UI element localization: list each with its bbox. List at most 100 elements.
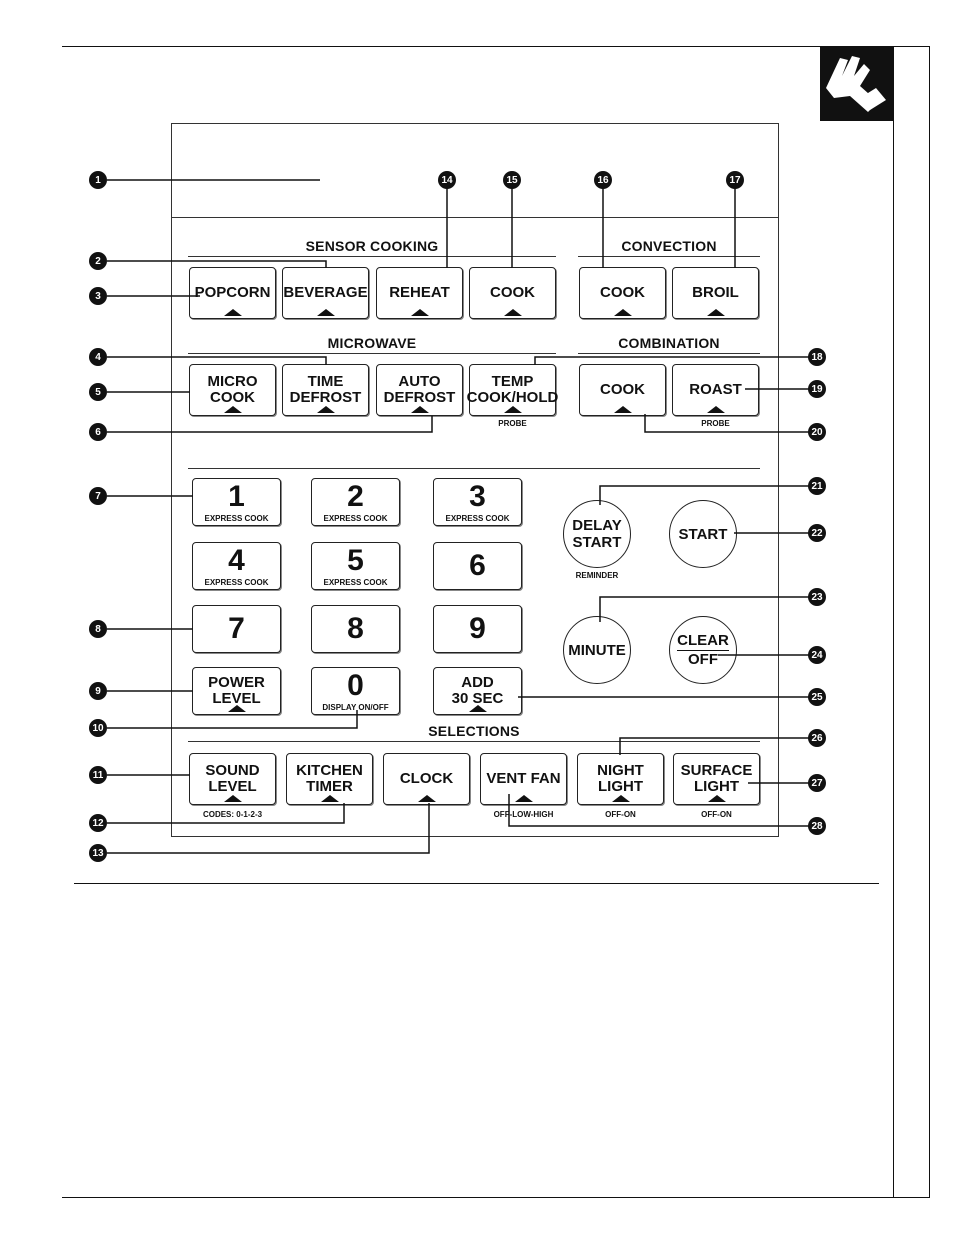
section-microwave: MICROWAVE [327,335,417,351]
callout-15: 15 [503,171,521,189]
keypad-rule [188,468,760,469]
probe-caption-temp: PROBE [498,419,527,428]
triangle-icon [706,309,725,316]
right-border [929,46,930,1198]
triangle-icon [611,795,630,802]
number-8-button[interactable]: 8 [311,605,400,653]
triangle-icon [223,309,242,316]
triangle-icon [316,309,335,316]
section-combination: COMBINATION [618,335,720,351]
section-divider [74,883,879,884]
callout-23: 23 [808,588,826,606]
popcorn-button[interactable]: POPCORN [189,267,276,319]
bottom-rule [62,1197,930,1198]
callout-10: 10 [89,719,107,737]
callout-11: 11 [89,766,107,784]
callout-3: 3 [89,287,107,305]
triangle-icon [706,406,725,413]
triangle-icon [613,406,632,413]
triangle-icon [223,795,242,802]
top-rule [62,46,930,47]
sound-codes-caption: CODES: 0-1-2-3 [202,810,263,819]
combination-rule [578,353,760,354]
callout-6: 6 [89,423,107,441]
roast-button[interactable]: ROAST [672,364,759,416]
vent-fan-caption: OFF-LOW-HIGH [493,810,554,819]
callout-20: 20 [808,423,826,441]
triangle-icon [707,795,726,802]
callout-4: 4 [89,348,107,366]
section-selections: SELECTIONS [428,723,520,739]
callout-12: 12 [89,814,107,832]
callout-21: 21 [808,477,826,495]
probe-caption-roast: PROBE [701,419,730,428]
beverage-button[interactable]: BEVERAGE [282,267,369,319]
callout-2: 2 [89,252,107,270]
triangle-icon [503,309,522,316]
triangle-icon [410,309,429,316]
triangle-icon [320,795,339,802]
callout-27: 27 [808,774,826,792]
triangle-icon [227,705,246,712]
microwave-rule [188,353,556,354]
section-convection: CONVECTION [621,238,717,254]
triangle-icon [410,406,429,413]
night-light-caption: OFF-ON [605,810,636,819]
sensor-cook-button[interactable]: COOK [469,267,556,319]
start-button[interactable]: START [669,500,737,568]
minute-button[interactable]: MINUTE [563,616,631,684]
callout-28: 28 [808,817,826,835]
convection-rule [578,256,760,257]
callout-25: 25 [808,688,826,706]
callout-24: 24 [808,646,826,664]
callout-26: 26 [808,729,826,747]
section-sensor-cooking: SENSOR COOKING [305,238,439,254]
triangle-icon [514,795,533,802]
callout-8: 8 [89,620,107,638]
sensor-rule [188,256,556,257]
callout-17: 17 [726,171,744,189]
callout-7: 7 [89,487,107,505]
control-panel [171,217,779,837]
number-9-button[interactable]: 9 [433,605,522,653]
number-6-button[interactable]: 6 [433,542,522,590]
surface-light-caption: OFF-ON [701,810,732,819]
triangle-icon [503,406,522,413]
broil-button[interactable]: BROIL [672,267,759,319]
hand-pointer-icon [820,46,894,121]
callout-1: 1 [89,171,107,189]
triangle-icon [468,705,487,712]
clock-button[interactable]: CLOCK [383,753,470,805]
combination-cook-button[interactable]: COOK [579,364,666,416]
triangle-icon [417,795,436,802]
callout-13: 13 [89,844,107,862]
callout-5: 5 [89,383,107,401]
reheat-button[interactable]: REHEAT [376,267,463,319]
callout-14: 14 [438,171,456,189]
callout-19: 19 [808,380,826,398]
callout-16: 16 [594,171,612,189]
number-7-button[interactable]: 7 [192,605,281,653]
convection-cook-button[interactable]: COOK [579,267,666,319]
callout-22: 22 [808,524,826,542]
margin-line [893,46,894,1198]
vent-fan-button[interactable]: VENT FAN [480,753,567,805]
